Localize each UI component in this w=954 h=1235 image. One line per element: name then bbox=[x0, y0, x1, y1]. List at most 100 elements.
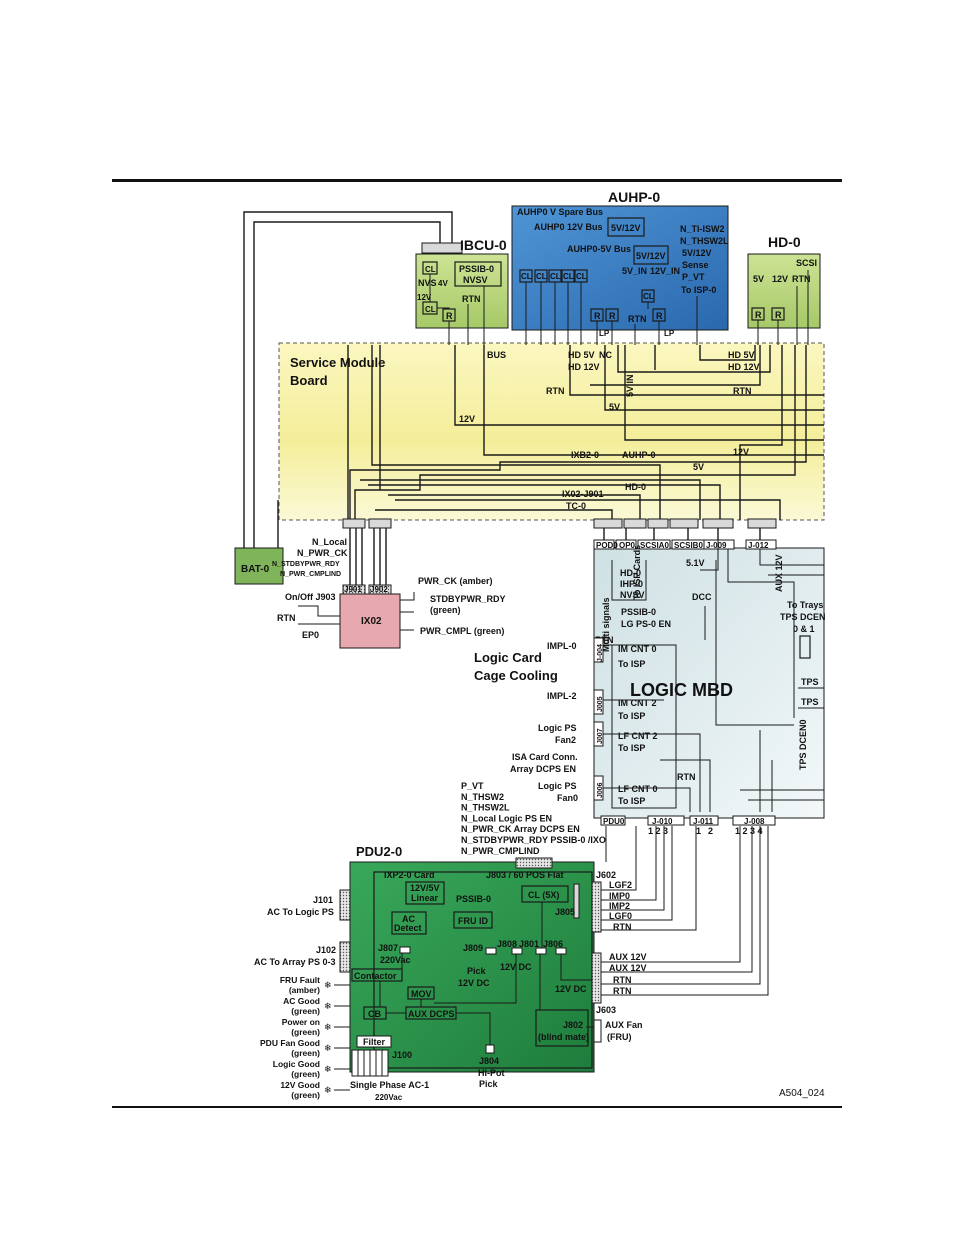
top-rule bbox=[112, 179, 842, 182]
pdu-single-2: 220Vac bbox=[375, 1093, 403, 1102]
pdu-j102: J102 bbox=[316, 945, 336, 955]
board-12v-b: 12V bbox=[733, 447, 749, 457]
pdu-ac-1: AC bbox=[402, 914, 415, 924]
ix02-ep0: EP0 bbox=[302, 630, 319, 640]
pdu-left-inputs: J101 AC To Logic PS J102 AC To Array PS … bbox=[254, 889, 351, 973]
auhp-pvt: P_VT bbox=[682, 272, 705, 282]
pdu-mov: MOV bbox=[411, 989, 432, 999]
hd-scsi: SCSI bbox=[796, 258, 817, 268]
pdu-pssib: PSSIB-0 bbox=[456, 894, 491, 904]
logic-hd0: HD-0 bbox=[620, 568, 641, 578]
led-icon: ❄ bbox=[324, 1085, 332, 1095]
pdu-j802-2: (blind mate) bbox=[538, 1032, 589, 1042]
conn-j012: J-012 bbox=[748, 541, 769, 550]
auhp-12v-in: 12V_IN bbox=[650, 266, 680, 276]
logic-j008: J-008 bbox=[744, 817, 765, 826]
led-color: (green) bbox=[291, 1048, 320, 1058]
board-rtn-right: RTN bbox=[733, 386, 752, 396]
pdu-j801: J801 bbox=[519, 939, 539, 949]
ibcu-r: R bbox=[446, 311, 453, 321]
ibcu-12v: 12V bbox=[417, 293, 432, 302]
board-hd12v: HD 12V bbox=[568, 362, 600, 372]
board-connectors bbox=[342, 518, 777, 529]
pdu-j804-2: HI-Pot bbox=[478, 1068, 505, 1078]
pdu-filter: Filter bbox=[363, 1037, 386, 1047]
logic-mbd-title: LOGIC MBD bbox=[630, 680, 733, 700]
logic-pins-123: 1 2 3 bbox=[648, 826, 668, 836]
pdu-cb: CB bbox=[368, 1009, 381, 1019]
auhp-cl-1: CL bbox=[521, 272, 532, 281]
hd-rtn: RTN bbox=[792, 274, 811, 284]
ix02-stdby-1: STDBYPWR_RDY bbox=[430, 594, 506, 604]
led-icon: ❄ bbox=[324, 1022, 332, 1032]
ibcu-0-title: IBCU-0 bbox=[460, 237, 507, 253]
auhp-5v12v-a: 5V/12V bbox=[611, 223, 641, 233]
logic-pins-1234: 1 2 3 4 bbox=[735, 826, 763, 836]
auhp-cl-3: CL bbox=[550, 272, 561, 281]
auhp-lp-2: LP bbox=[664, 329, 675, 338]
ibcu-rtn: RTN bbox=[462, 294, 481, 304]
auhp-r-2: R bbox=[609, 311, 616, 321]
board-hd5v: HD 5V bbox=[568, 350, 595, 360]
battery-wire-b bbox=[253, 221, 441, 548]
logic-pin-2: 2 bbox=[708, 826, 713, 836]
signal-item: P_VT bbox=[461, 781, 484, 791]
board-auhp0: AUHP-0 bbox=[622, 450, 656, 460]
conn-j009: J-009 bbox=[706, 541, 727, 550]
auhp-5v-bus: AUHP0-5V bbox=[567, 244, 612, 254]
pdu-fru: FRU ID bbox=[458, 916, 488, 926]
board-5v-b: 5V bbox=[693, 462, 704, 472]
auhp-cl-5: CL bbox=[576, 272, 587, 281]
board-ix02j901: IX02-J901 bbox=[562, 489, 604, 499]
signal-item: N_THSW2L bbox=[461, 803, 510, 813]
led-label: AC Good bbox=[283, 996, 320, 1006]
battery-wire-a bbox=[243, 211, 453, 548]
led-label: Power on bbox=[282, 1017, 320, 1027]
bat-0-label: BAT-0 bbox=[241, 564, 270, 575]
logic-j004: J-004 bbox=[597, 644, 604, 662]
ibcu-0-module: IBCU-0 CL NVS 4V 12V CL PSSIB-0 NVSV RTN… bbox=[415, 237, 509, 345]
auhp-n-thsw: N_THSW2L bbox=[680, 236, 729, 246]
ix02-rtn: RTN bbox=[277, 613, 296, 623]
board-wiring bbox=[347, 345, 824, 520]
led-color: (green) bbox=[291, 1090, 320, 1100]
conn-pod0: POD0 bbox=[596, 541, 618, 550]
pdu-j805: J805 bbox=[555, 907, 575, 917]
pdu-cl5x: CL (5X) bbox=[528, 890, 559, 900]
auhp-r-3: R bbox=[656, 311, 663, 321]
ibcu-cl-1: CL bbox=[425, 265, 436, 274]
hd-r-2: R bbox=[775, 310, 782, 320]
auhp-rtn: RTN bbox=[628, 314, 647, 324]
pdu-right-outputs: LGF2 IMP0 IMP2 LGF0 RTN AUX 12V AUX 12V … bbox=[601, 826, 769, 1042]
ix02-n-local: N_Local bbox=[312, 537, 347, 547]
pdu-j804-3: Pick bbox=[479, 1079, 499, 1089]
logic-pin-1: 1 bbox=[696, 826, 701, 836]
hd-5v: 5V bbox=[753, 274, 764, 284]
cooling-title-1: Logic Card bbox=[474, 650, 542, 665]
logic-isa-2: Array DCPS EN bbox=[510, 764, 576, 774]
auhp-r-1: R bbox=[594, 311, 601, 321]
ix02-stdby-2: (green) bbox=[430, 605, 461, 615]
pdu-j804-1: J804 bbox=[479, 1056, 499, 1066]
led-color: (green) bbox=[291, 1006, 320, 1016]
logic-aux12v: AUX 12V bbox=[774, 554, 784, 592]
logic-mbd-module: POD0 OP0 SCSIA0 SCSIB0 J-009 J-012 Multi… bbox=[510, 528, 826, 836]
signal-item: N_THSW2 bbox=[461, 792, 504, 802]
logic-rtn-2: RTN bbox=[677, 772, 696, 782]
logic-im-cnt2: IM CNT 2 bbox=[618, 698, 657, 708]
board-ixb2: IXB2-0 bbox=[571, 450, 599, 460]
pdu-j602: J602 bbox=[596, 870, 616, 880]
ix02-j902: J902 bbox=[370, 585, 388, 594]
auhp-cl-2: CL bbox=[536, 272, 547, 281]
logic-j005: J005 bbox=[597, 696, 604, 712]
logic-to-isp-b: To ISP bbox=[618, 711, 645, 721]
auhp-5v-in: 5V_IN bbox=[622, 266, 647, 276]
ix02-onoff: On/Off J903 bbox=[285, 592, 336, 602]
led-label: PDU Fan Good bbox=[260, 1038, 320, 1048]
logic-tps-dcen0: TPS DCEN0 bbox=[798, 719, 808, 770]
pdu-imp0: IMP0 bbox=[609, 891, 630, 901]
pdu-j809: J809 bbox=[463, 943, 483, 953]
pdu-aux-fan-2: (FRU) bbox=[607, 1032, 632, 1042]
